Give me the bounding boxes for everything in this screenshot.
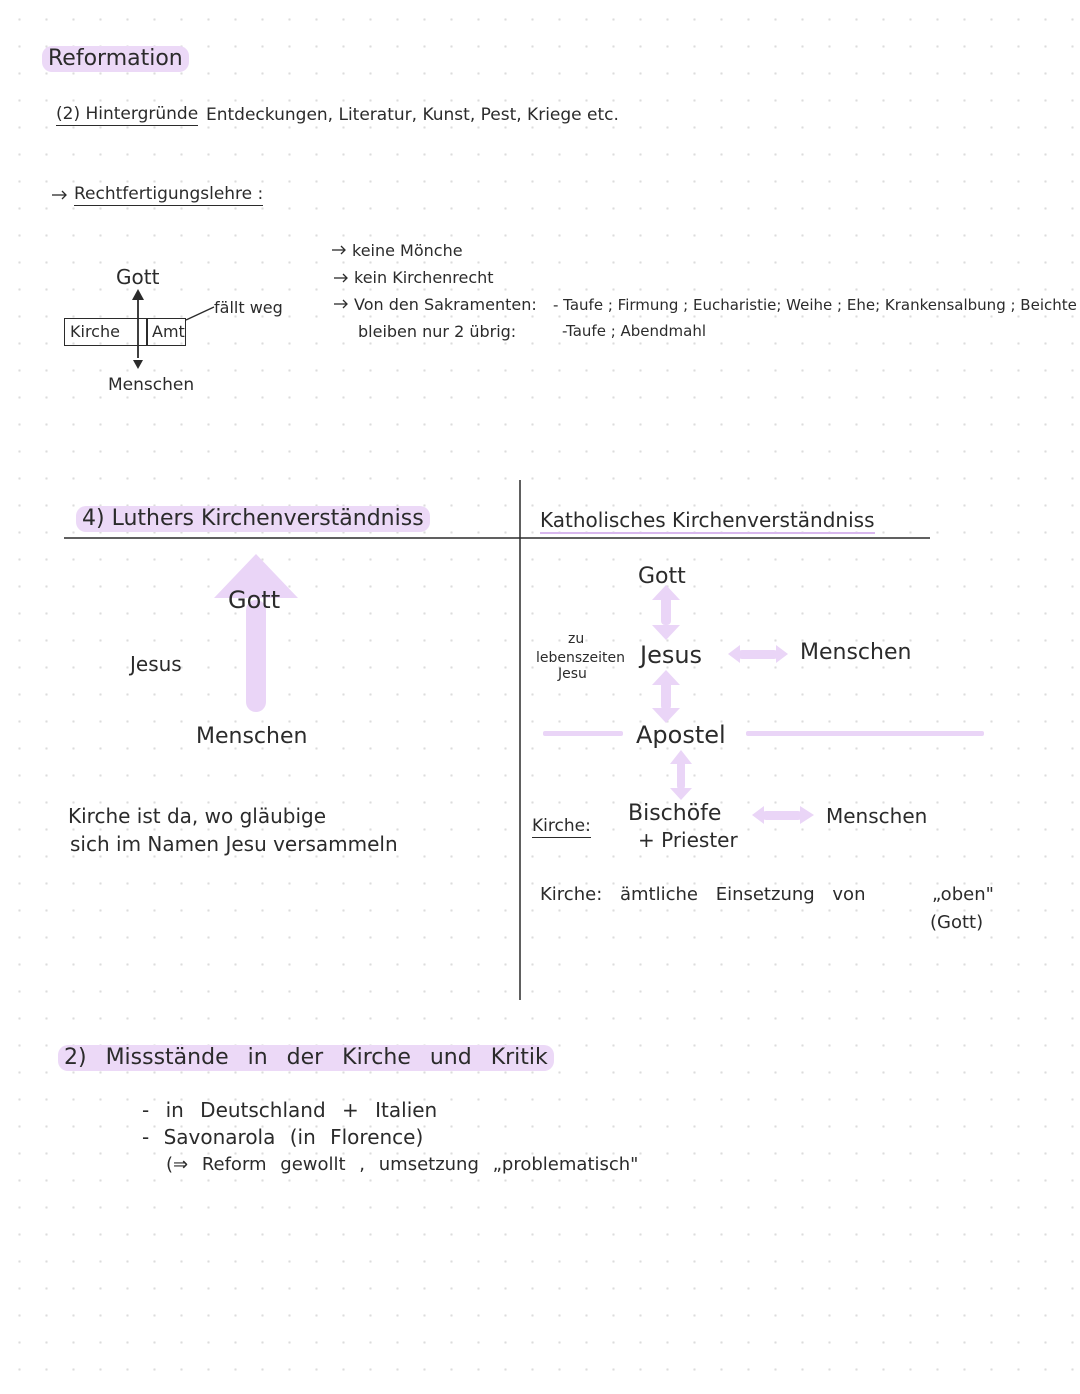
catholic-heading: Katholisches Kirchenverständniss: [540, 508, 875, 534]
point-keine-moenche: keine Mönche: [352, 241, 463, 260]
box-separator: [146, 319, 148, 345]
missstaende-line-3: (⇒ Reform gewollt , umsetzung „problemat…: [166, 1154, 639, 1175]
bullet-arrows: [52, 190, 348, 309]
luther-arrow-head: [214, 554, 298, 598]
catholic-kirche-label: Kirche:: [532, 816, 591, 838]
luther-gott: Gott: [228, 586, 281, 614]
sacraments-all: - Taufe ; Firmung ; Eucharistie; Weihe ;…: [553, 296, 1077, 314]
point-kein-kirchenrecht: kein Kirchenrecht: [354, 268, 494, 287]
arrow-down-icon: [133, 360, 143, 369]
catholic-bischoefe: Bischöfe: [628, 801, 722, 826]
catholic-apostel: Apostel: [636, 721, 726, 749]
catholic-oben: „oben": [932, 884, 994, 905]
catholic-gott: Gott: [638, 564, 686, 589]
catholic-gott-paren: (Gott): [930, 912, 984, 933]
sacraments-left: -Taufe ; Abendmahl: [562, 322, 707, 340]
catholic-lebenszeiten: lebenszeiten: [536, 650, 625, 666]
catholic-zu: zu: [568, 631, 585, 647]
diagram-amt: Amt: [152, 322, 185, 341]
luther-jesus: Jesus: [130, 652, 182, 676]
catholic-jesu: Jesu: [558, 666, 587, 682]
diagram-gott: Gott: [116, 265, 160, 289]
missstaende-heading: 2) Missstände in der Kirche und Kritik: [58, 1045, 554, 1071]
diagram-kirche: Kirche: [70, 322, 120, 341]
rechtfertigung-heading: Rechtfertigungslehre :: [74, 184, 264, 206]
missstaende-line-2: - Savonarola (in Florence): [142, 1125, 424, 1149]
catholic-menschen-2: Menschen: [826, 804, 928, 828]
pointer-line: [185, 306, 215, 321]
luther-menschen: Menschen: [196, 724, 308, 749]
catholic-einsetzung: Kirche: ämtliche Einsetzung von: [540, 884, 866, 905]
catholic-arrows: [543, 585, 984, 824]
diagram-faellt-weg: fällt weg: [214, 298, 283, 317]
background-heading: (2) Hintergründe: [56, 104, 199, 126]
luther-heading: 4) Luthers Kirchenverständniss: [76, 506, 430, 532]
luther-arrow-shaft: [246, 600, 266, 712]
point-sakramente: Von den Sakramenten:: [354, 295, 537, 314]
background-text: Entdeckungen, Literatur, Kunst, Pest, Kr…: [206, 105, 619, 125]
luther-definition-2: sich im Namen Jesu versammeln: [70, 832, 398, 856]
catholic-menschen-1: Menschen: [800, 640, 912, 665]
catholic-priester: + Priester: [638, 828, 738, 852]
luther-definition-1: Kirche ist da, wo gläubige: [68, 804, 327, 828]
diagram-box: [64, 318, 186, 346]
point-remaining: bleiben nur 2 übrig:: [358, 322, 517, 341]
catholic-jesus: Jesus: [640, 641, 703, 669]
missstaende-line-1: - in Deutschland + Italien: [142, 1098, 438, 1122]
diagram-menschen: Menschen: [108, 375, 195, 395]
arrow-up-icon: [132, 289, 144, 300]
page-title: Reformation: [42, 46, 189, 72]
